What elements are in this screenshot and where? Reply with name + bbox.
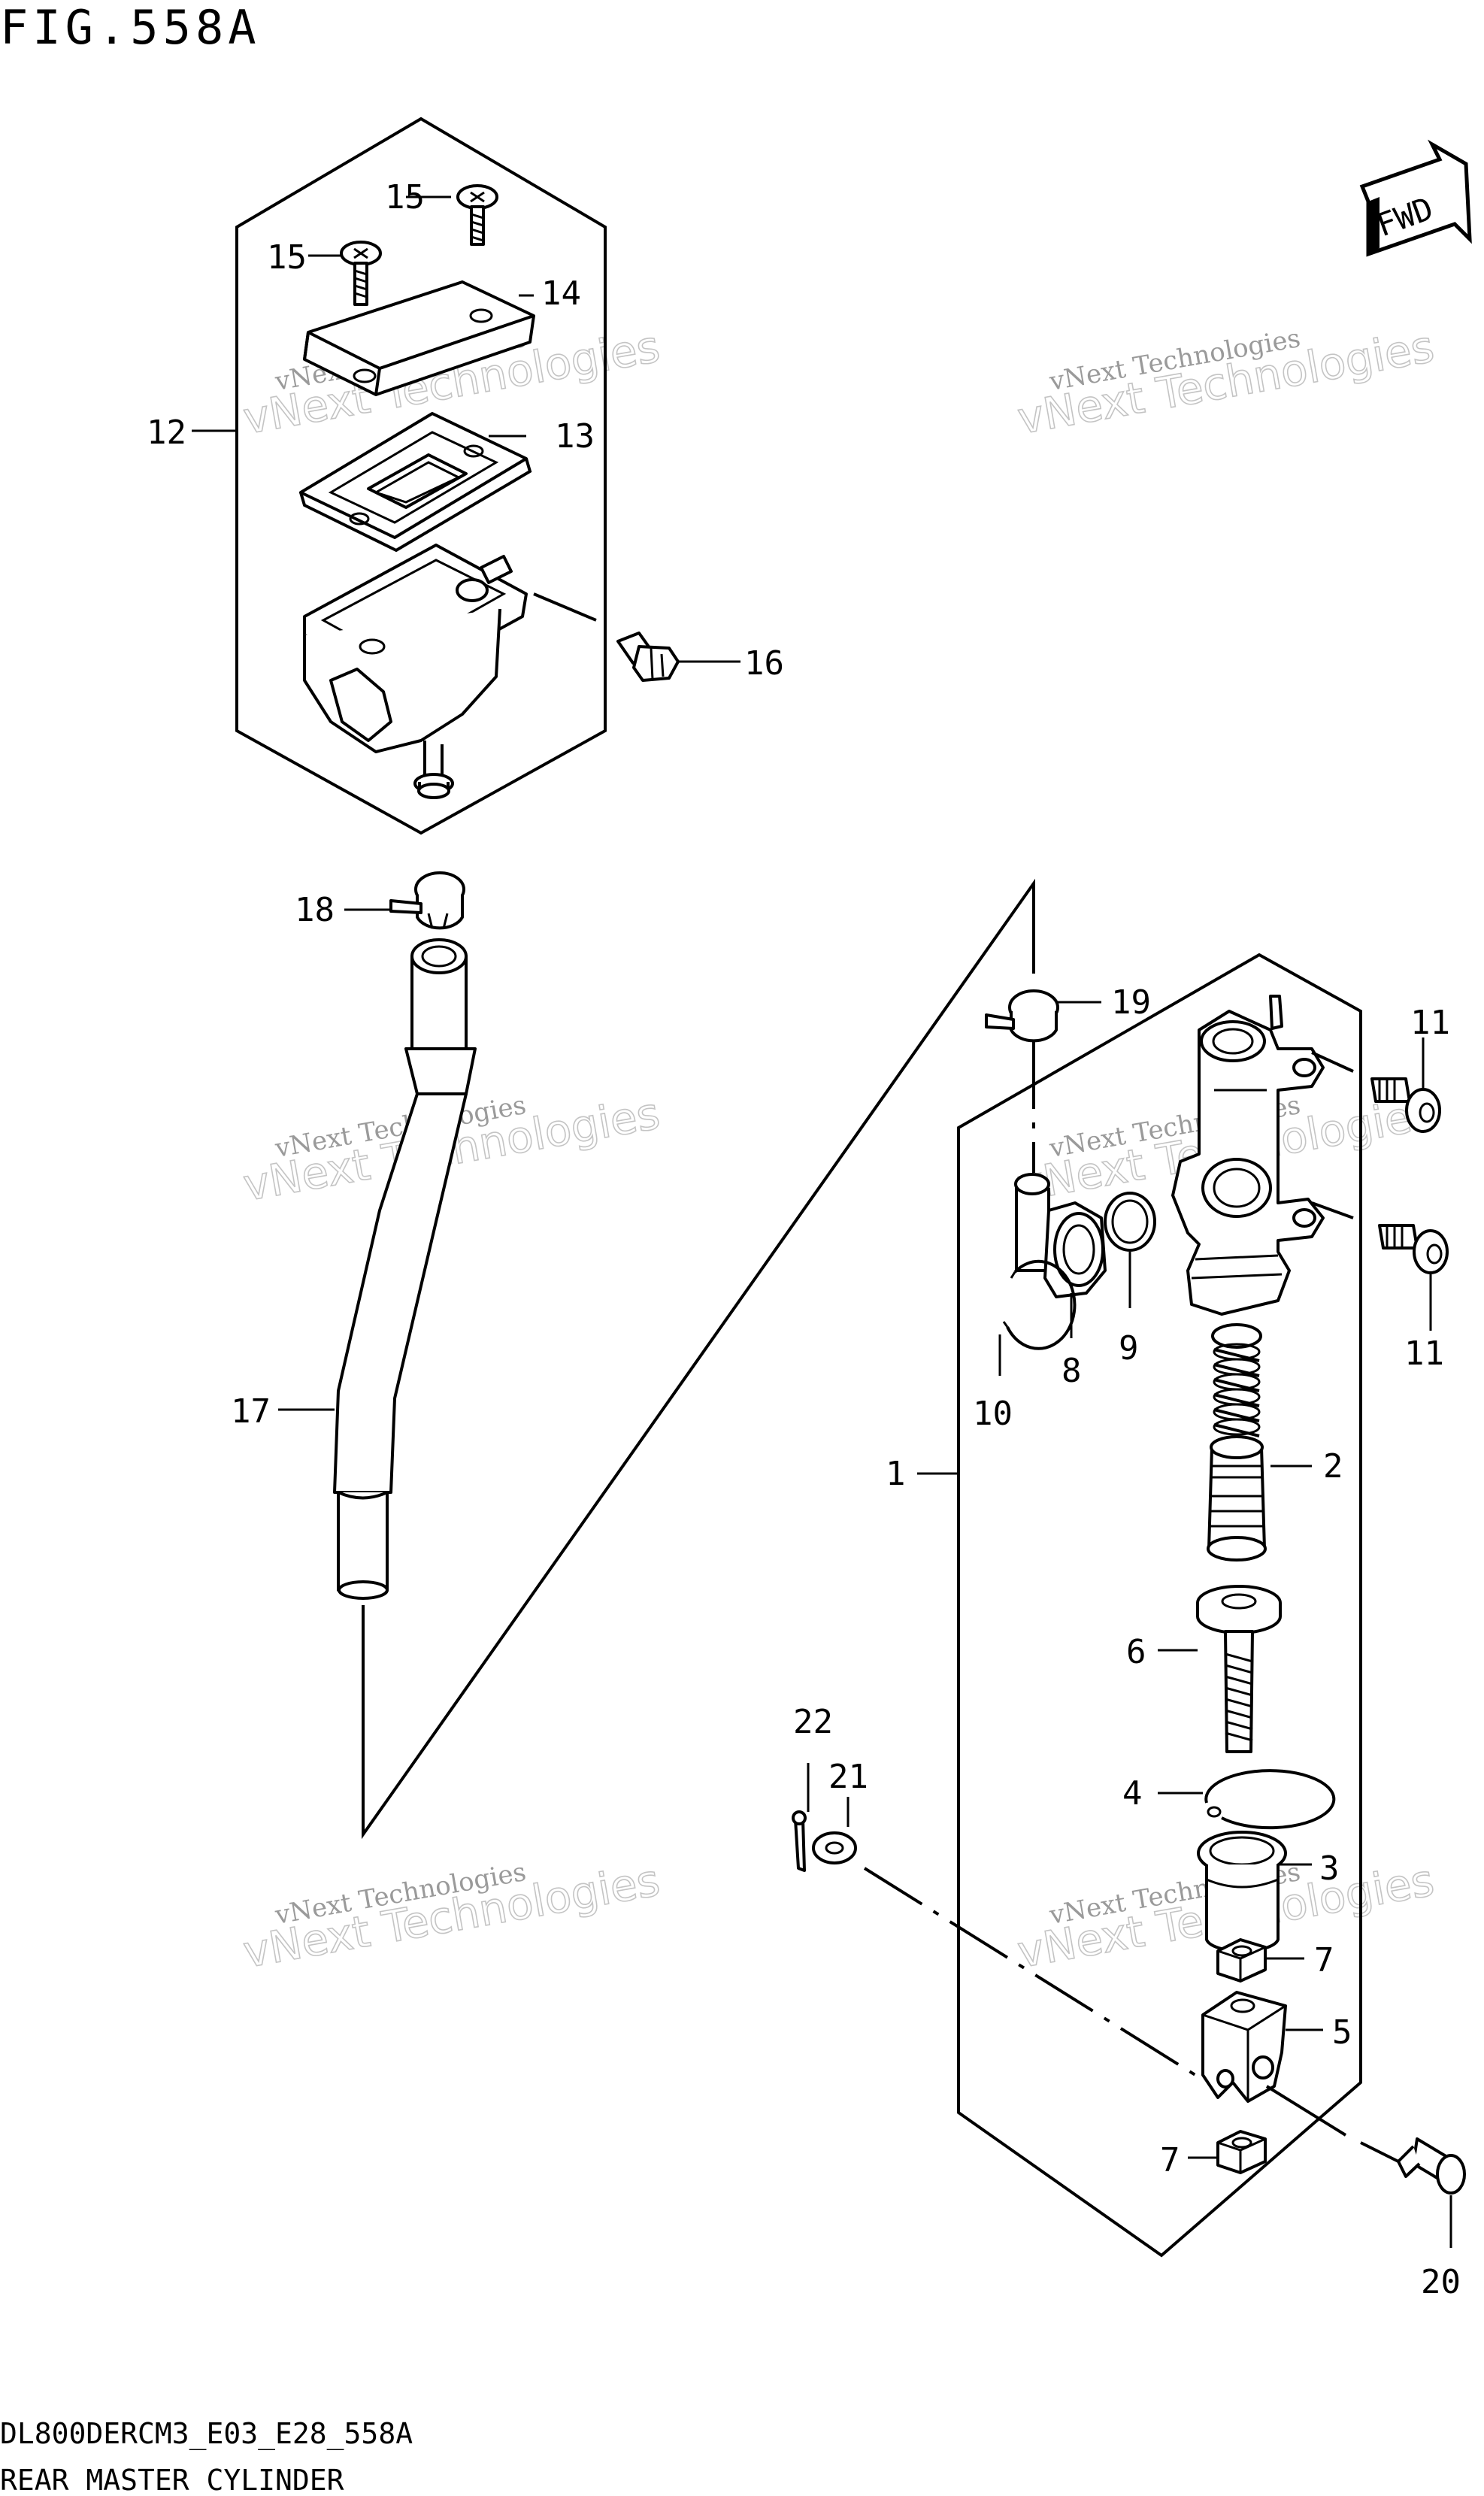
reservoir-assembly-frame (235, 117, 607, 835)
screw-11-lower (1378, 1224, 1449, 1274)
callout-21: 21 (828, 1758, 868, 1796)
reservoir-hose (333, 938, 477, 1600)
callout-7-lower: 7 (1160, 2141, 1180, 2179)
callout-12: 12 (147, 413, 186, 452)
reservoir-diaphragm (299, 412, 532, 553)
callout-5: 5 (1332, 2013, 1352, 2052)
callout-22: 22 (793, 1703, 833, 1741)
callout-4: 4 (1122, 1774, 1143, 1813)
callout-15-upper: 15 (385, 178, 425, 217)
callout-6: 6 (1126, 1633, 1146, 1671)
pushrod-6 (1196, 1585, 1282, 1753)
hose-fitting-8 (1014, 1173, 1107, 1298)
clevis-pin-20 (863, 1867, 1466, 2195)
callout-19: 19 (1111, 983, 1151, 1022)
callout-2: 2 (1323, 1447, 1343, 1486)
leader-line (1311, 1051, 1354, 1073)
screw-15-lower (340, 241, 382, 306)
callout-17: 17 (231, 1392, 271, 1431)
figure-title: FIG.558A (0, 0, 261, 55)
circlip-10 (1002, 1259, 1077, 1350)
callout-3: 3 (1319, 1849, 1340, 1888)
washer-21 (812, 1797, 857, 1864)
screw-15-upper (456, 184, 498, 246)
figure-code: DL800DERCM3_E03_E28_558A (0, 2417, 413, 2451)
callout-14: 14 (541, 274, 581, 313)
reservoir-body (303, 544, 528, 799)
clevis-5 (1201, 1991, 1287, 2103)
reservoir-cap (303, 280, 535, 396)
cotter-pin-22 (792, 1763, 810, 1872)
snap-ring-4 (1204, 1769, 1336, 1830)
master-cylinder-frame (957, 953, 1362, 2258)
watermark: vNext Technologies vNext Technologies (239, 1854, 664, 1979)
callout-11-upper: 11 (1410, 1004, 1450, 1042)
watermark: vNext Technologies vNext Technologies (1013, 320, 1438, 445)
leader-line (1311, 1201, 1354, 1219)
dust-boot-3 (1197, 1831, 1287, 1953)
cylinder-body (1171, 995, 1325, 1316)
callout-20: 20 (1421, 2263, 1461, 2301)
callout-leaders (192, 195, 1452, 2248)
hose-clamp-18 (389, 871, 465, 930)
o-ring-9 (1104, 1192, 1156, 1252)
callout-10: 10 (973, 1395, 1013, 1433)
callout-8: 8 (1062, 1352, 1082, 1390)
callout-16: 16 (744, 644, 784, 683)
piston-spring-2 (1207, 1323, 1267, 1562)
hose-clamp-19 (985, 989, 1059, 1043)
callout-7-upper: 7 (1314, 1941, 1334, 1980)
callout-1: 1 (886, 1455, 906, 1493)
callout-9: 9 (1119, 1329, 1139, 1368)
callout-15-lower: 15 (267, 238, 307, 277)
callout-13: 13 (555, 417, 595, 456)
lock-nut-7-lower (1216, 2130, 1267, 2174)
figure-caption: REAR MASTER CYLINDER (0, 2464, 344, 2496)
callout-11-lower: 11 (1404, 1334, 1444, 1373)
fwd-arrow-icon: FWD (1359, 139, 1472, 257)
bolt-16 (533, 592, 680, 682)
leader-lines (362, 878, 1035, 1840)
lock-nut-7-upper (1216, 1938, 1267, 1983)
callout-18: 18 (295, 891, 335, 929)
